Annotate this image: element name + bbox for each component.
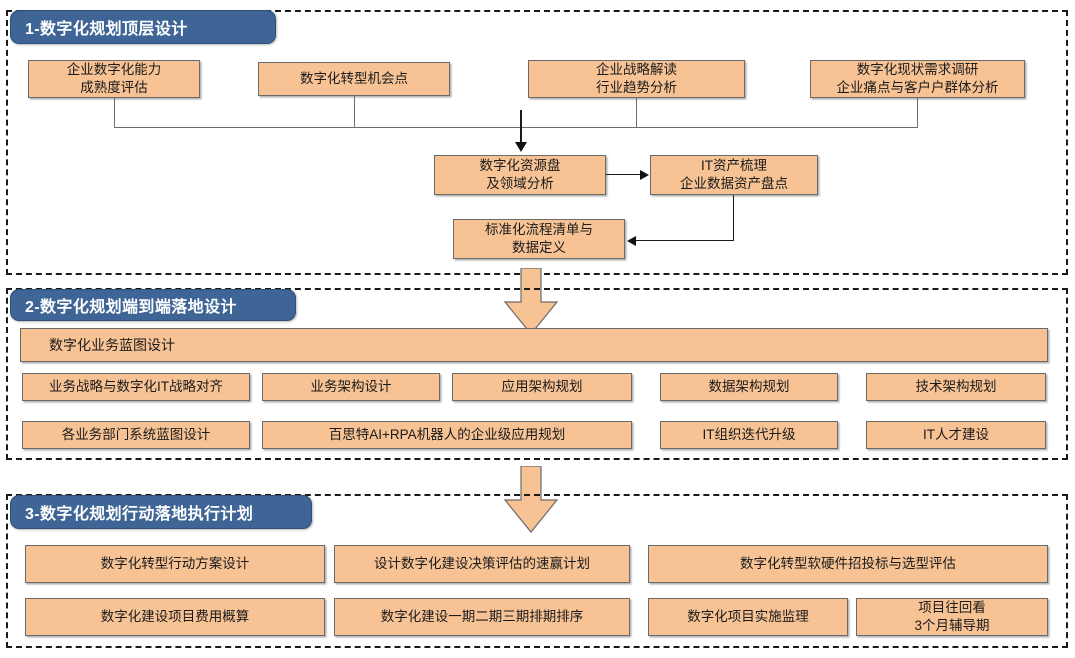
s1-arrow-resource-to-assets-line <box>606 174 642 175</box>
s1-connector-arrowhead <box>515 142 527 152</box>
s2-box-strategy-align[interactable]: 业务战略与数字化IT战略对齐 <box>22 373 250 401</box>
s3-box-review[interactable]: 项目往回看 3个月辅导期 <box>856 598 1048 636</box>
s2-box-dept-blueprint[interactable]: 各业务部门系统蓝图设计 <box>22 421 250 449</box>
s3-box-procurement[interactable]: 数字化转型软硬件招投标与选型评估 <box>648 545 1048 583</box>
s1-elbow-vertical <box>733 195 734 240</box>
s1-box-research[interactable]: 数字化现状需求调研 企业痛点与客户户群体分析 <box>810 60 1025 98</box>
section-1-badge-label: 1-数字化规划顶层设计 <box>25 21 188 38</box>
s3-box-phasing[interactable]: 数字化建设一期二期三期排期排序 <box>334 598 630 636</box>
section-2-badge-label: 2-数字化规划端到端落地设计 <box>25 299 237 316</box>
s2-box-business-arch[interactable]: 业务架构设计 <box>262 373 440 401</box>
section-3-frame <box>6 494 1068 648</box>
s1-elbow-horizontal <box>636 240 734 241</box>
s2-box-it-talent[interactable]: IT人才建设 <box>866 421 1046 449</box>
s2-box-app-arch[interactable]: 应用架构规划 <box>452 373 632 401</box>
s1-box-resource-inventory[interactable]: 数字化资源盘 及领域分析 <box>434 155 606 195</box>
s1-box-opportunity[interactable]: 数字化转型机会点 <box>258 62 450 96</box>
s1-box-maturity[interactable]: 企业数字化能力 成熟度评估 <box>28 60 200 98</box>
section-1-badge: 1-数字化规划顶层设计 <box>10 10 276 44</box>
s1-connector-drop-4 <box>917 98 918 127</box>
s1-connector-drop-2 <box>354 96 355 127</box>
section-2-badge: 2-数字化规划端到端落地设计 <box>10 289 296 321</box>
s2-banner-blueprint[interactable]: 数字化业务蓝图设计 <box>20 328 1048 362</box>
section-2-frame <box>6 288 1068 460</box>
s1-arrow-resource-to-assets-head <box>640 170 649 180</box>
section-3-badge-label: 3-数字化规划行动落地执行计划 <box>25 506 254 523</box>
s2-box-it-org[interactable]: IT组织迭代升级 <box>660 421 838 449</box>
s1-box-standard-process[interactable]: 标准化流程清单与 数据定义 <box>453 219 625 259</box>
s1-box-strategy[interactable]: 企业战略解读 行业趋势分析 <box>528 60 745 98</box>
s3-box-action-plan[interactable]: 数字化转型行动方案设计 <box>25 545 325 583</box>
arrow-section2-to-section3 <box>503 466 559 534</box>
s1-connector-stem <box>520 110 522 146</box>
s1-box-it-assets[interactable]: IT资产梳理 企业数据资产盘点 <box>650 155 818 195</box>
s3-box-quick-win[interactable]: 设计数字化建设决策评估的速赢计划 <box>334 545 630 583</box>
section-3-badge: 3-数字化规划行动落地执行计划 <box>10 495 312 529</box>
s1-elbow-arrowhead <box>627 236 636 246</box>
s2-box-ai-rpa[interactable]: 百思特AI+RPA机器人的企业级应用规划 <box>262 421 632 449</box>
s3-box-supervision[interactable]: 数字化项目实施监理 <box>648 598 848 636</box>
arrow-section1-to-section2 <box>503 268 559 336</box>
s2-box-data-arch[interactable]: 数据架构规划 <box>660 373 838 401</box>
s1-connector-bus <box>114 127 918 128</box>
s1-connector-drop-1 <box>114 98 115 127</box>
s1-connector-drop-3 <box>636 98 637 127</box>
s2-box-tech-arch[interactable]: 技术架构规划 <box>866 373 1046 401</box>
s3-box-budget[interactable]: 数字化建设项目费用概算 <box>25 598 325 636</box>
